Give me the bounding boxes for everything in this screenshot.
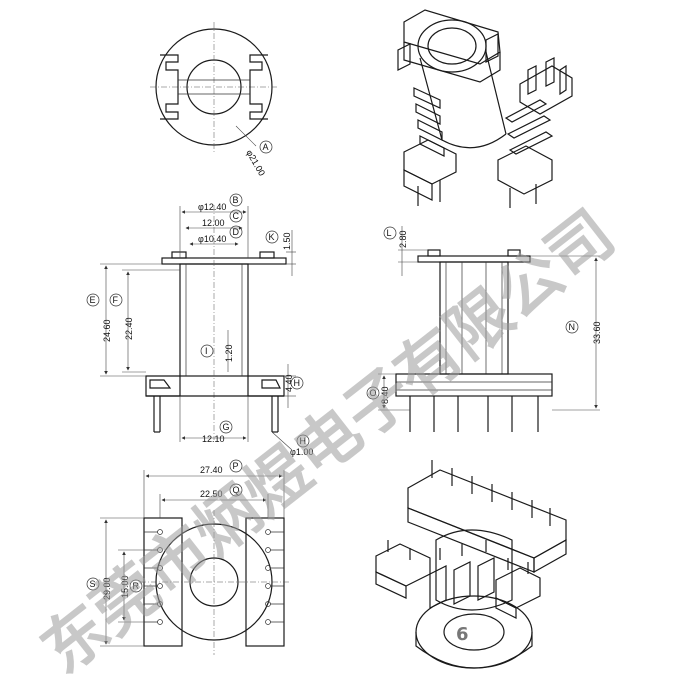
callout-h: H bbox=[294, 378, 301, 388]
callout-k: K bbox=[269, 232, 275, 242]
isometric-view-bottom bbox=[375, 460, 567, 669]
dim-k-value: 1.50 bbox=[282, 232, 292, 250]
page-number: 6 bbox=[456, 624, 469, 645]
dim-n-value: 33.60 bbox=[592, 321, 602, 344]
dim-f-value: 22.40 bbox=[124, 317, 134, 340]
callout-a: A bbox=[263, 142, 269, 152]
callout-d: D bbox=[233, 227, 240, 237]
callout-pin: H bbox=[300, 436, 307, 446]
top-view: φ21.00 A bbox=[150, 22, 278, 178]
dim-s-value: 29.00 bbox=[102, 577, 112, 600]
callout-f: F bbox=[113, 295, 119, 305]
callout-q: Q bbox=[233, 485, 240, 495]
dim-l-value: 2.80 bbox=[398, 230, 408, 248]
left-pin-slots bbox=[144, 529, 163, 625]
callout-s: S bbox=[90, 579, 96, 589]
bottom-view: 27.40 P 22.50 Q 29.00 S 15.00 R bbox=[86, 459, 290, 655]
callout-c: C bbox=[233, 211, 240, 221]
side-view: 2.80 L 33.60 N 8.40 O bbox=[366, 226, 602, 432]
callout-r: R bbox=[133, 581, 140, 591]
front-view: φ12.40 B 12.00 C φ10.40 D 1.50 K 24.60 E… bbox=[86, 193, 313, 457]
callout-l: L bbox=[387, 228, 392, 238]
dim-r-value: 15.00 bbox=[120, 575, 130, 598]
dim-i-value: 1.20 bbox=[224, 344, 234, 362]
callout-g: G bbox=[223, 422, 230, 432]
isometric-view-top bbox=[397, 9, 573, 208]
callout-i: I bbox=[205, 346, 208, 356]
dim-p-value: 27.40 bbox=[200, 465, 223, 475]
callout-e: E bbox=[90, 295, 96, 305]
callout-n: N bbox=[569, 322, 576, 332]
callout-o: O bbox=[370, 388, 377, 398]
dim-g-value: 12.10 bbox=[202, 434, 225, 444]
dim-c-value: 12.00 bbox=[202, 218, 225, 228]
callout-p: P bbox=[233, 461, 239, 471]
callout-b: B bbox=[233, 195, 239, 205]
right-pin-slots bbox=[265, 529, 284, 625]
dim-e-value: 24.60 bbox=[102, 319, 112, 342]
dim-d-value: φ10.40 bbox=[198, 234, 226, 244]
dim-q-value: 22.50 bbox=[200, 489, 223, 499]
dim-b-value: φ12.40 bbox=[198, 202, 226, 212]
dim-o-value: 8.40 bbox=[380, 386, 390, 404]
company-watermark: 东莞市炳煜电子有限公司 bbox=[28, 197, 628, 682]
dim-pin-value: φ1.00 bbox=[290, 447, 313, 457]
dim-h-value: 4.40 bbox=[284, 374, 294, 392]
